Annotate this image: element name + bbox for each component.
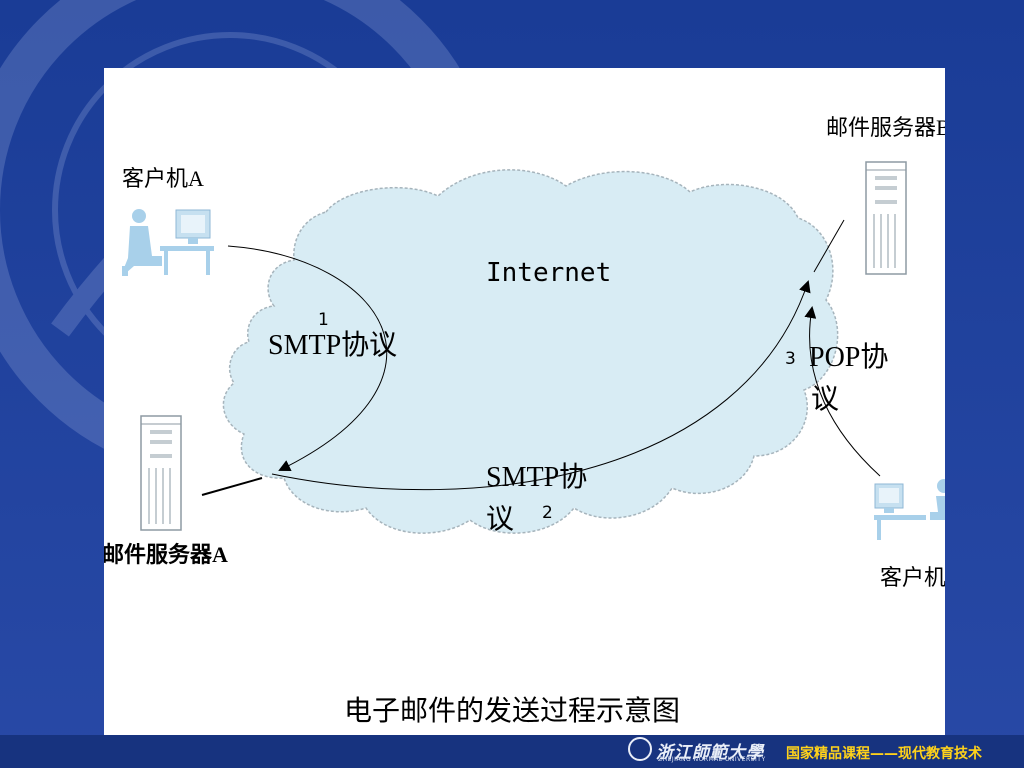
- university-logo-icon: [628, 737, 652, 761]
- server-b-label: 邮件服务器B: [826, 115, 945, 140]
- email-flow-diagram: Internet 客户机A 邮件服务器B 邮件服务器A 客户机B 1 SMTP协…: [104, 115, 945, 727]
- course-title: 国家精品课程——现代教育技术: [786, 746, 982, 762]
- step-2-protocol-label-line2: 议: [486, 504, 514, 535]
- client-a-computer-icon: [122, 209, 214, 276]
- client-b-label: 客户机B: [880, 565, 945, 590]
- step-2-protocol-label-line1: SMTP协: [486, 461, 587, 493]
- pop-arrow-client-b-to-server-b: [804, 306, 881, 477]
- client-a-label: 客户机A: [122, 166, 204, 191]
- server-b-icon: [865, 161, 907, 275]
- step-2-number: 2: [542, 503, 553, 523]
- internet-label: Internet: [486, 258, 611, 288]
- server-a-connector: [201, 477, 263, 496]
- server-a-icon: [140, 415, 182, 531]
- step-3-protocol-label-line1: POP协: [809, 341, 888, 373]
- server-b-connector: [813, 219, 845, 273]
- university-name-english: ZHEJIANG NORMAL UNIVERSITY: [658, 756, 766, 763]
- step-1-protocol-label: SMTP协议: [268, 329, 397, 361]
- server-a-label: 邮件服务器A: [104, 542, 228, 567]
- diagram-caption: 电子邮件的发送过程示意图: [344, 695, 680, 727]
- step-1-number: 1: [318, 310, 329, 330]
- university-name: 浙江師範大學: [656, 743, 764, 763]
- smtp-arrow-client-a-to-server-a: [227, 245, 388, 471]
- client-b-computer-icon: [874, 479, 945, 540]
- footer-band: [0, 735, 1024, 768]
- step-3-number: 3: [785, 349, 796, 369]
- slide-content: Internet 客户机A 邮件服务器B 邮件服务器A 客户机B 1 SMTP协…: [104, 68, 945, 735]
- internet-cloud: [222, 169, 839, 534]
- footer: 浙江師範大學 ZHEJIANG NORMAL UNIVERSITY 国家精品课程…: [626, 734, 1024, 768]
- step-3-protocol-label-line2: 议: [811, 384, 839, 415]
- smtp-arrow-server-a-to-server-b: [271, 280, 811, 491]
